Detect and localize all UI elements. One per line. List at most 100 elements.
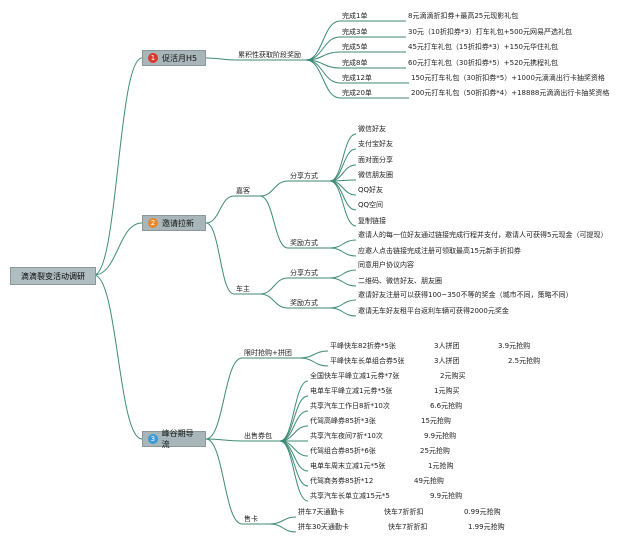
link-guest-reward-item (329, 239, 357, 249)
cards-label[interactable]: 售卡 (244, 515, 258, 523)
promo-reward-label[interactable]: 150元打车礼包（30折扣券*5）+1000元滴滴出行卡抽奖资格 (411, 74, 605, 82)
link-promo-step (305, 20, 341, 61)
coupon-item-price[interactable]: 2元购买 (440, 372, 466, 380)
flash-item-price[interactable]: 2.5元抢购 (508, 357, 541, 365)
guest-label[interactable]: 嘉客 (236, 187, 250, 195)
link-peak-flash (205, 357, 243, 440)
owner-share-item[interactable]: 二维码、微信好友、朋友圈 (358, 277, 442, 285)
branch-label-promo: 促活月H5 (162, 53, 198, 63)
link-coupon-item (279, 395, 309, 442)
guest-share-item[interactable]: 复制链接 (358, 217, 386, 225)
coupon-item-price[interactable]: 49元抢购 (414, 477, 444, 485)
link-owner-share (259, 277, 289, 295)
coupon-item-name[interactable]: 电单车平峰立减1元券*5张 (310, 387, 393, 395)
promo-sub-label[interactable]: 累积性获取阶段奖励 (238, 51, 301, 59)
flash-item-group[interactable]: 3人拼团 (434, 357, 460, 365)
flash-item-price[interactable]: 3.9元抢购 (498, 342, 531, 350)
flash-item-group[interactable]: 3人拼团 (434, 342, 460, 350)
link-coupon-item (279, 410, 309, 442)
owner-share-item[interactable]: 同意用户协议内容 (358, 261, 414, 269)
coupon-item-name[interactable]: 代驾商务券85折*12 (310, 477, 374, 485)
link-owner-share-item (329, 269, 357, 279)
promo-step-label[interactable]: 完成1单 (342, 12, 368, 20)
link-owner-reward-item (329, 307, 357, 317)
link-coupon-item (279, 380, 309, 442)
coupons-label[interactable]: 出售券包 (244, 432, 272, 440)
coupon-item-name[interactable]: 电单车周末立减1元*5张 (310, 462, 386, 470)
promo-reward-label[interactable]: 8元滴滴折扣券+最高25元现影礼包 (408, 12, 519, 20)
promo-step-label[interactable]: 完成20单 (342, 89, 372, 97)
flash-item-name[interactable]: 平峰快车长单组合券5张 (330, 357, 405, 365)
owner-reward-item[interactable]: 邀请无车好友租平台返利车辆可获得2000元奖金 (358, 307, 509, 315)
owner-label[interactable]: 车主 (236, 285, 250, 293)
promo-reward-label[interactable]: 200元打车礼包（50折扣券*4）+18888元滴滴出行卡抽奖资格 (411, 89, 610, 97)
link-invite-guest (205, 195, 235, 224)
coupon-item-price[interactable]: 6.6元抢购 (430, 402, 463, 410)
coupon-item-price[interactable]: 1元购买 (434, 387, 460, 395)
guest-share-item[interactable]: QQ空间 (358, 201, 384, 209)
card-item-discount[interactable]: 快车7折折扣 (384, 508, 424, 516)
root-node[interactable]: 滴滴裂变活动调研 (10, 267, 96, 285)
coupon-item-price[interactable]: 9.9元抢购 (424, 432, 457, 440)
priority-3-icon: 3 (148, 434, 158, 444)
card-item-price[interactable]: 0.99元抢购 (464, 508, 501, 516)
link-owner-share-item (329, 277, 357, 287)
owner-reward-label[interactable]: 奖励方式 (290, 299, 318, 307)
promo-step-label[interactable]: 完成12单 (342, 74, 372, 82)
coupon-item-price[interactable]: 1元抢购 (428, 462, 454, 470)
card-item-name[interactable]: 拼车7天通勤卡 (298, 508, 345, 516)
guest-share-item[interactable]: 微信好友 (358, 125, 386, 133)
guest-share-item[interactable]: 面对面分享 (358, 156, 393, 164)
coupon-item-price[interactable]: 9.9元抢购 (430, 492, 463, 500)
link-guest-share (259, 180, 289, 197)
guest-reward-item[interactable]: 邀请人的每一位好友通过链接完成行程并支付，邀请人可获得5元现金（可提现） (358, 231, 608, 239)
priority-1-icon: 1 (148, 53, 158, 63)
link-guest-reward-item (329, 247, 357, 257)
promo-step-label[interactable]: 完成5单 (342, 43, 368, 51)
link-promo-step (305, 59, 341, 99)
guest-share-item[interactable]: 支付宝好友 (358, 140, 393, 148)
link-card-item (269, 516, 297, 525)
link-root-peak (93, 274, 143, 440)
link-guest-share-item (329, 148, 357, 182)
owner-reward-item[interactable]: 邀请好友注册可以获得100~350不等的奖金（城市不同，策略不同） (358, 291, 573, 299)
coupon-item-price[interactable]: 15元抢购 (421, 417, 451, 425)
coupon-item-name[interactable]: 共享汽车夜间7折*10次 (310, 432, 383, 440)
link-flash-item (299, 350, 329, 359)
coupon-item-name[interactable]: 代驾组合券85折*6张 (310, 447, 376, 455)
card-item-discount[interactable]: 快车7折折扣 (388, 523, 428, 531)
coupon-item-name[interactable]: 代驾高峰券85折*3张 (310, 417, 376, 425)
link-peak-coupons (205, 438, 243, 442)
guest-share-label[interactable]: 分享方式 (290, 172, 318, 180)
guest-share-item[interactable]: QQ好友 (358, 186, 384, 194)
promo-reward-label[interactable]: 45元打车礼包（15折扣券*3）+150元华住礼包 (408, 43, 558, 51)
link-owner-reward (259, 293, 289, 309)
owner-share-label[interactable]: 分享方式 (290, 269, 318, 277)
flash-item-name[interactable]: 平峰快车82折券*5张 (330, 342, 396, 350)
guest-reward-label[interactable]: 奖励方式 (290, 239, 318, 247)
flash-label[interactable]: 限时抢购+拼团 (244, 349, 292, 357)
promo-step-label[interactable]: 完成3单 (342, 28, 368, 36)
guest-reward-item[interactable]: 应邀人点击链接完成注册可领取最高15元新手折扣券 (358, 247, 521, 255)
guest-share-item[interactable]: 微信朋友圈 (358, 171, 393, 179)
promo-reward-label[interactable]: 30元（10折扣券*3）打车礼包+500元网易严选礼包 (408, 28, 572, 36)
link-coupon-item (279, 440, 309, 502)
card-item-price[interactable]: 1.99元抢购 (468, 523, 505, 531)
link-root-invite (93, 222, 143, 276)
branch-node-invite[interactable]: 2 邀请拉新 (142, 215, 206, 231)
coupon-item-price[interactable]: 25元抢购 (420, 447, 450, 455)
promo-reward-label[interactable]: 60元打车礼包（30折扣券*5）+520元携程礼包 (408, 59, 558, 67)
branch-node-promo[interactable]: 1 促活月H5 (142, 50, 206, 66)
card-item-name[interactable]: 拼车30天通勤卡 (298, 523, 349, 531)
link-guest-share-item (329, 180, 357, 227)
promo-step-label[interactable]: 完成8单 (342, 59, 368, 67)
branch-node-peak[interactable]: 3 峰谷期导流 (142, 429, 206, 449)
link-flash-item (299, 357, 329, 367)
priority-2-icon: 2 (148, 218, 158, 228)
coupon-item-name[interactable]: 共享汽车长单立减15元*5 (310, 492, 390, 500)
coupon-item-name[interactable]: 共享汽车工作日8折*10次 (310, 402, 390, 410)
link-card-item (269, 523, 297, 533)
branch-label-peak: 峰谷期导流 (161, 429, 194, 449)
coupon-item-name[interactable]: 全国快车平峰立减1元券*7张 (310, 372, 400, 380)
link-invite-owner (205, 222, 235, 295)
